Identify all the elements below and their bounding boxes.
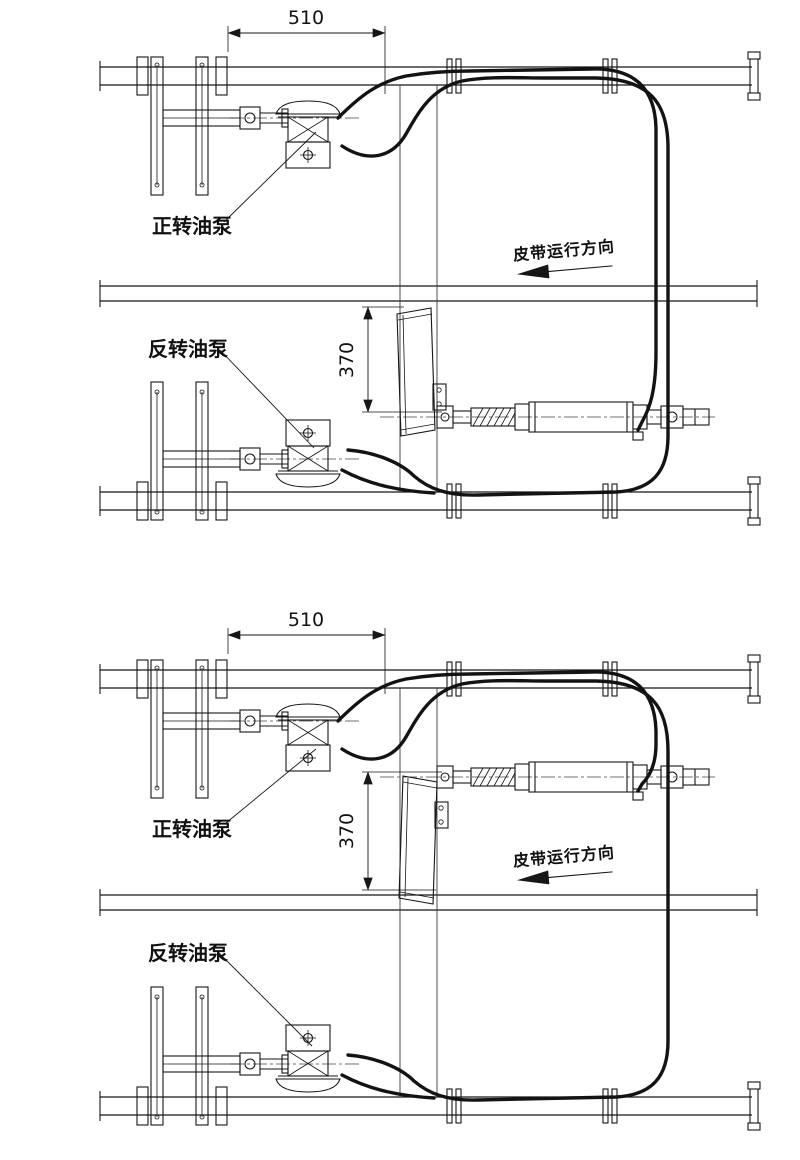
hose-clamp — [602, 1088, 618, 1124]
hoses — [336, 67, 670, 497]
rails — [99, 654, 761, 1131]
hose-clamp — [446, 661, 462, 697]
bottom-view: 510 370 正转油泵 反转油泵 皮带运行方向 — [99, 609, 761, 1131]
dimension-width: 510 — [227, 7, 386, 94]
belt-direction: 皮带运行方向 — [511, 237, 616, 279]
hose-forward-to-reverse — [340, 75, 670, 497]
dimension-width: 510 — [227, 609, 386, 694]
leader-reverse-pump — [219, 349, 315, 449]
reverse-pump-label: 反转油泵 — [148, 941, 228, 965]
forward-pump-label: 正转油泵 — [152, 817, 232, 841]
reverse-pump-label: 反转油泵 — [148, 337, 228, 361]
hose-clamp — [446, 58, 462, 94]
belt-direction: 皮带运行方向 — [511, 843, 616, 885]
dim-width-label: 510 — [288, 609, 324, 631]
forward-pump — [275, 100, 341, 169]
centerlines — [230, 720, 715, 1065]
belt-direction-label: 皮带运行方向 — [511, 237, 615, 265]
leader-reverse-pump — [217, 951, 313, 1047]
hose-reverse-branch — [340, 1073, 436, 1100]
hoses — [336, 670, 670, 1102]
hose-clamp — [446, 483, 462, 519]
rail-end-plate — [747, 51, 761, 101]
mount-bracket-lower — [136, 986, 289, 1126]
belt-direction-label: 皮带运行方向 — [511, 843, 615, 871]
hose-clamp — [446, 1088, 462, 1124]
rail-top — [100, 669, 752, 689]
rail-end-plate — [747, 1081, 761, 1131]
rail-end-plate — [747, 476, 761, 526]
belt-direction-arrow-icon — [516, 264, 550, 279]
hose-forward-to-reverse — [340, 678, 670, 1102]
belt-direction-arrow-icon — [516, 870, 550, 885]
leader-forward-pump — [225, 748, 317, 824]
plow-blade — [398, 775, 449, 905]
forward-pump-label: 正转油泵 — [152, 214, 232, 238]
rail-end-plate — [747, 654, 761, 704]
hose-clamp — [602, 661, 618, 697]
rail-middle — [100, 894, 757, 911]
support-frame-lines — [399, 688, 438, 1097]
top-view: 510 370 正转油泵 反转油泵 皮带运行方向 — [99, 7, 761, 526]
mount-bracket-lower — [136, 381, 289, 521]
mount-bracket-upper — [136, 659, 289, 799]
mount-bracket-upper — [136, 56, 289, 196]
leader-forward-pump — [223, 131, 317, 223]
hose-reverse-branch — [340, 468, 436, 495]
rails — [99, 51, 761, 526]
hose-forward-to-cylinder — [336, 67, 658, 432]
dim-height-label: 370 — [336, 342, 358, 378]
rail-bottom — [100, 1096, 752, 1116]
hose-clamp — [602, 58, 618, 94]
dim-width-label: 510 — [288, 7, 324, 29]
hose-clamp — [602, 483, 618, 519]
dimension-height: 370 — [336, 306, 442, 413]
rail-top — [100, 66, 752, 86]
centerlines — [230, 117, 715, 460]
dimension-height: 370 — [336, 771, 442, 891]
dim-height-label: 370 — [336, 813, 358, 849]
hose-forward-to-cylinder — [336, 670, 658, 793]
forward-pump — [275, 703, 341, 772]
rail-middle — [100, 285, 757, 302]
rail-bottom — [100, 491, 752, 511]
